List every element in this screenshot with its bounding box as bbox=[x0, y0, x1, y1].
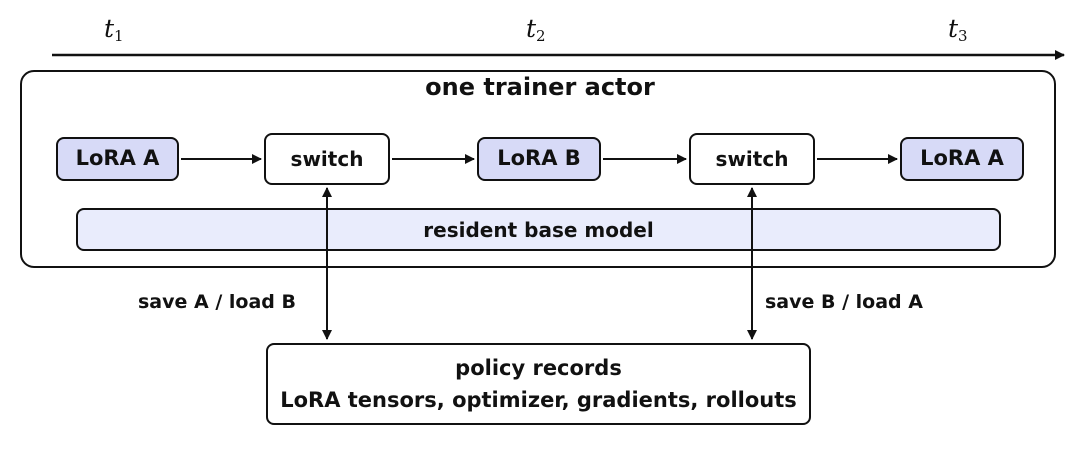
time-label-t1: t1 bbox=[104, 14, 124, 45]
lora-a-node-1: LoRA A bbox=[56, 137, 179, 181]
actor-title: one trainer actor bbox=[425, 73, 655, 101]
lora-a-node-2: LoRA A bbox=[900, 137, 1024, 181]
lora-b-node: LoRA B bbox=[477, 137, 601, 181]
policy-records-box: policy records LoRA tensors, optimizer, … bbox=[266, 343, 811, 425]
policy-records-title: policy records bbox=[455, 356, 622, 380]
edge-label-save-a-load-b: save A / load B bbox=[138, 291, 296, 313]
switch-node-1: switch bbox=[264, 133, 390, 185]
edge-label-save-b-load-a: save B / load A bbox=[765, 291, 923, 313]
time-label-t3: t3 bbox=[948, 14, 968, 45]
time-label-t2: t2 bbox=[526, 14, 546, 45]
policy-records-contents: LoRA tensors, optimizer, gradients, roll… bbox=[280, 388, 797, 412]
resident-base-model: resident base model bbox=[76, 208, 1001, 251]
switch-node-2: switch bbox=[689, 133, 815, 185]
